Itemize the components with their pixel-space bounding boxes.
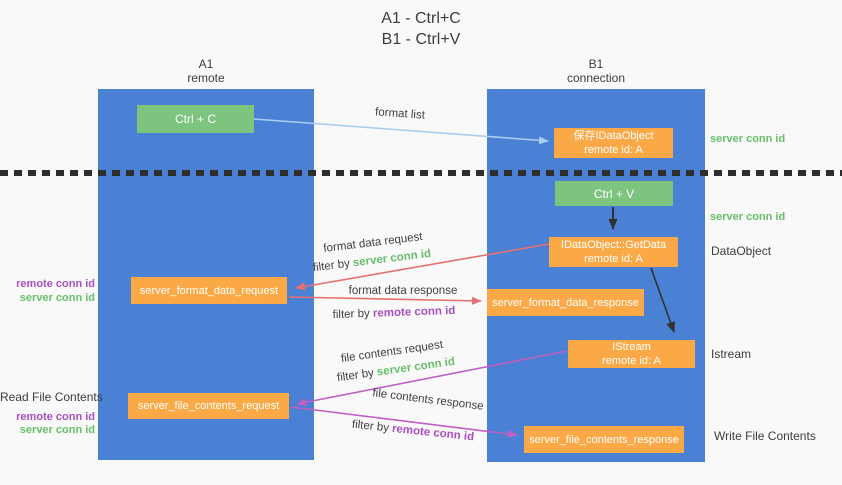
lane-b1-name: B1 [588,57,604,71]
arrow-format-data-request [295,243,550,291]
node-format-request-label: server_format_data_request [139,284,279,297]
label-server-conn-id-top-right: server conn id [710,133,786,145]
node-format-response-label: server_format_data_response [492,296,639,309]
node-save-idataobject-line1: 保存IDataObject [573,130,654,142]
node-server-format-data-request: server_format_data_request [131,277,287,304]
label-server-conn-id-left-1: server conn id [19,292,95,304]
node-ctrl-c: Ctrl + C [137,105,254,133]
node-server-file-contents-request: server_file_contents_request [128,393,289,419]
lane-a1-sub: remote [187,71,225,85]
arrow-file-contents-request [296,350,568,407]
node-file-response-label: server_file_contents_response [529,433,679,446]
node-file-request-label: server_file_contents_request [137,400,280,412]
title-line-2: B1 - Ctrl+V [381,31,461,48]
node-istream-line1: IStream [612,341,651,353]
node-server-file-contents-response: server_file_contents_response [524,426,684,453]
arrow-file-contents-response [290,406,518,438]
node-save-idataobject: 保存IDataObject remote id: A [554,128,673,158]
node-ctrl-v: Ctrl + V [555,181,673,206]
node-getdata-line1: IDataObject::GetData [560,239,667,251]
diagram-title: A1 - Ctrl+C B1 - Ctrl+V [0,8,842,50]
lane-b1-sub: connection [566,71,626,85]
node-idataobject-getdata: IDataObject::GetData remote id: A [549,237,678,267]
node-server-format-data-response: server_format_data_response [487,289,644,316]
filter-by-text: filter by [332,307,374,322]
label-write-file-contents: Write File Contents [714,429,816,443]
lane-a1-name: A1 [198,57,214,71]
label-istream: Istream [711,347,752,361]
node-ctrl-c-label: Ctrl + C [174,112,216,126]
dashed-divider-line [0,170,842,176]
label-remote-conn-id-left-1: remote conn id [16,278,95,290]
label-format-data-response: format data response [348,285,458,297]
label-read-file-contents: Read File Contents [0,390,103,404]
node-istream: IStream remote id: A [568,340,695,368]
arrow-format-list [253,118,549,145]
lane-header-b1: B1 connection [487,57,705,85]
node-getdata-line2: remote id: A [584,253,643,265]
label-server-conn-id-mid-right: server conn id [710,211,786,223]
lane-header-a1: A1 remote [98,57,314,85]
label-dataobject: DataObject [711,244,772,258]
arrow-format-data-response [288,296,482,305]
node-ctrl-v-label: Ctrl + V [593,186,635,201]
arrow-getdata-to-istream [650,267,675,333]
node-save-idataobject-line2: remote id: A [584,144,643,156]
label-remote-conn-id-left-2: remote conn id [16,411,95,423]
node-istream-line2: remote id: A [602,355,661,367]
title-line-1: A1 - Ctrl+C [381,10,461,27]
label-server-conn-id-left-2: server conn id [19,424,95,436]
